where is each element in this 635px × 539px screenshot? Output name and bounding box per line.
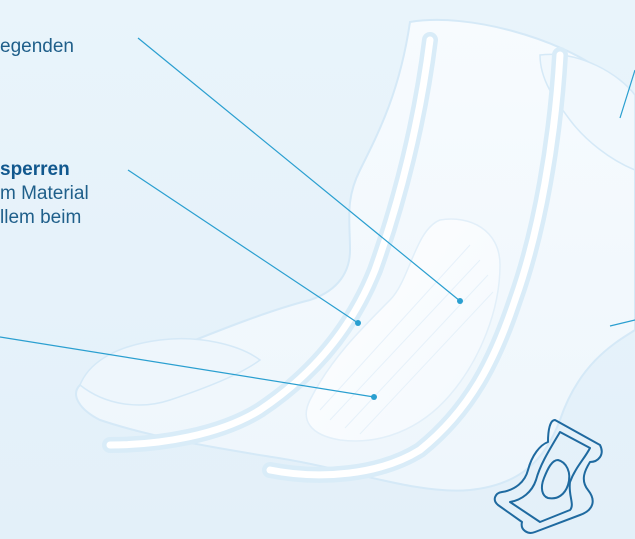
callout-label-top-text: egenden (0, 35, 74, 59)
callout-line-mid (128, 170, 358, 323)
callout-dot-top (457, 298, 463, 304)
callout-label-mid-title: sperren (0, 158, 89, 182)
callout-label-top: egenden (0, 35, 74, 59)
callout-label-mid-line1: m Material (0, 182, 89, 206)
callout-dot-mid (355, 320, 361, 326)
callout-label-mid: sperren m Material llem beim (0, 158, 89, 230)
callout-dot-bottom (371, 394, 377, 400)
callout-label-mid-line2: llem beim (0, 206, 89, 230)
